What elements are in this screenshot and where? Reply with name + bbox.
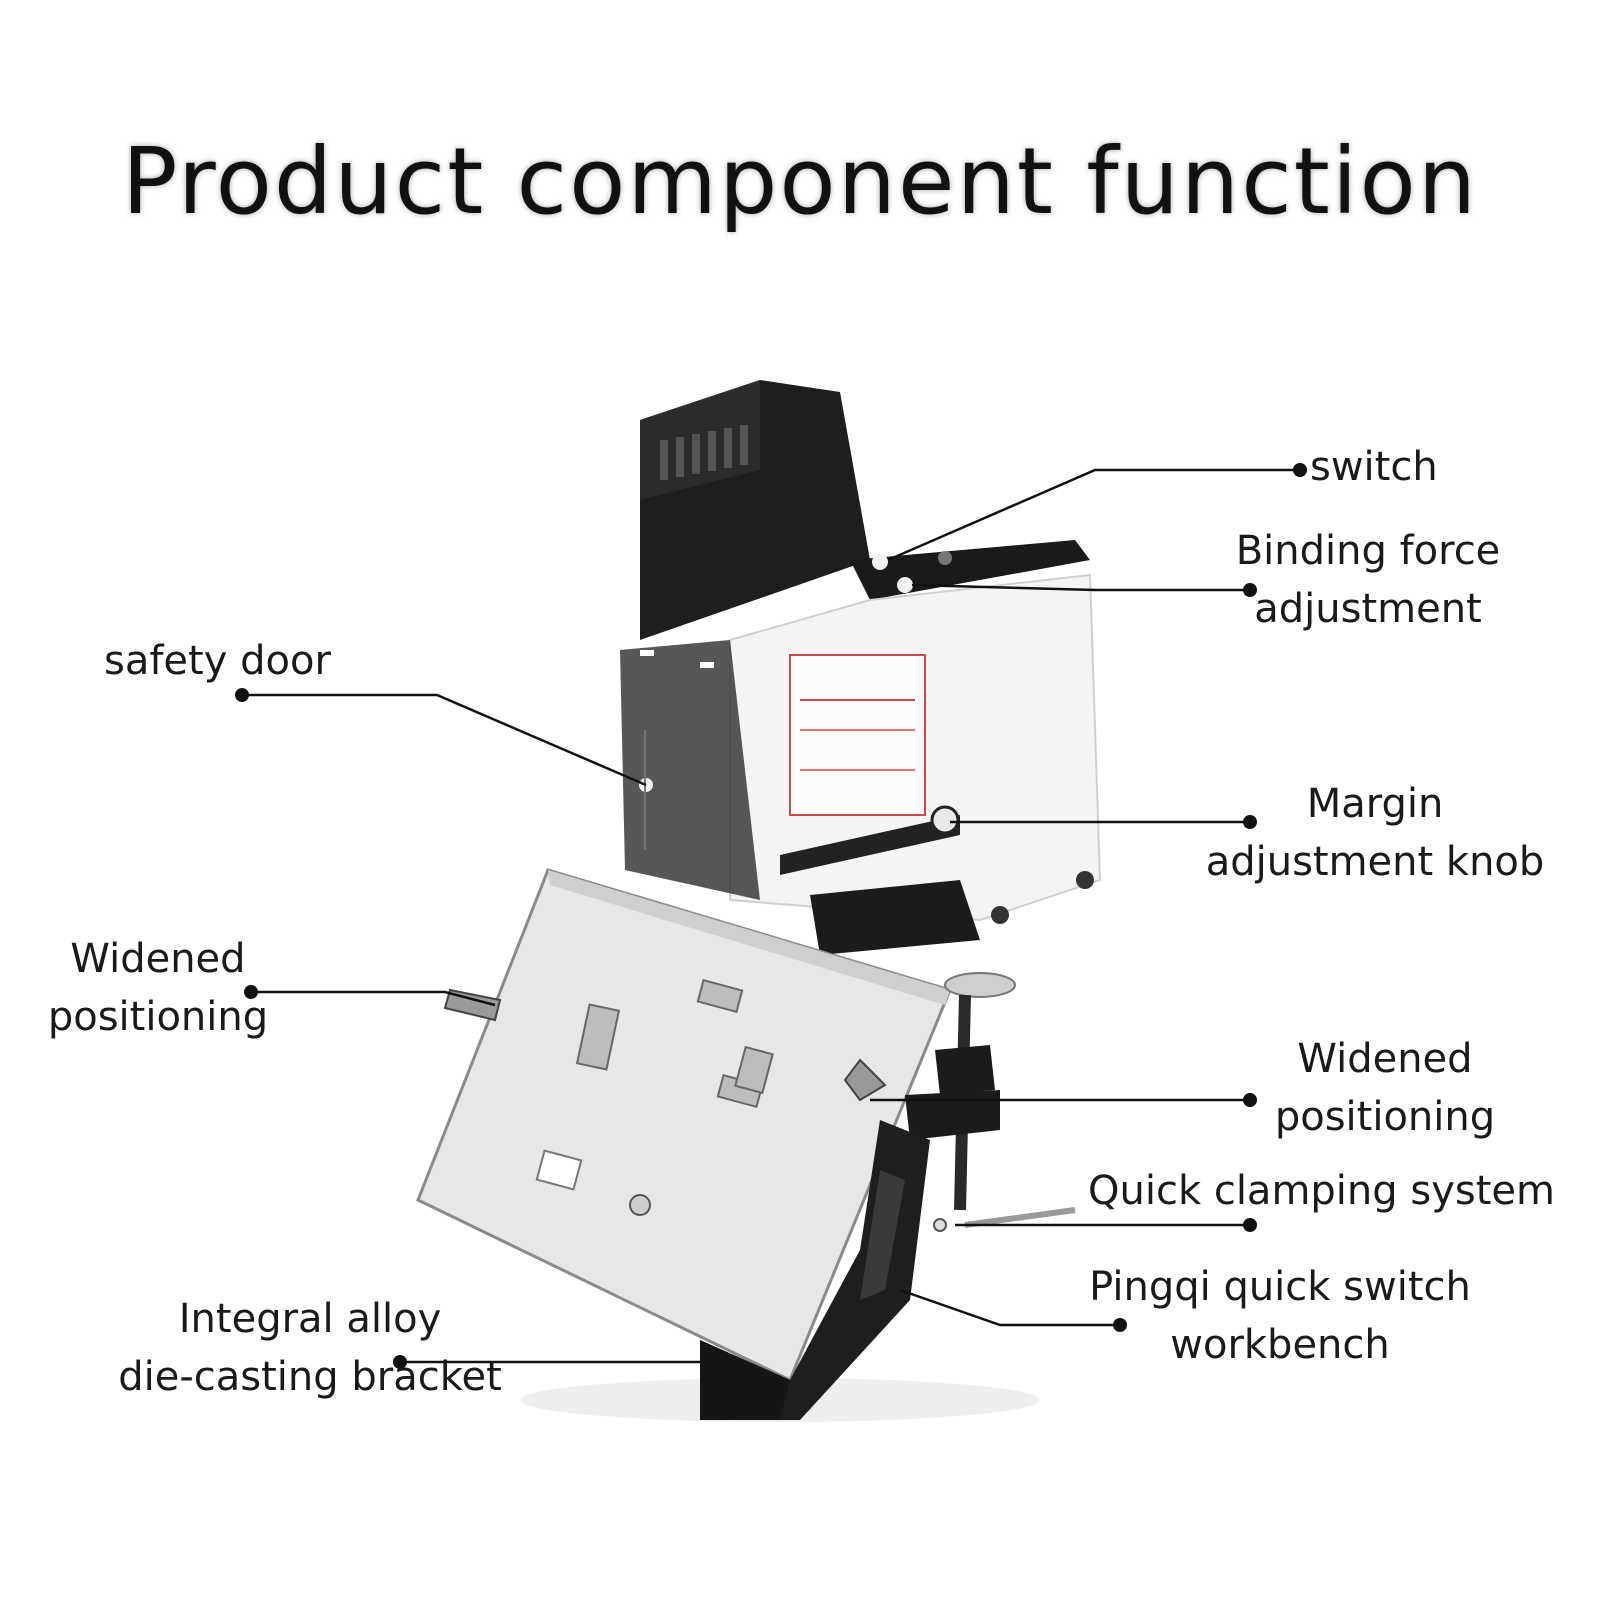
dot-quick-clamping [1243, 1218, 1257, 1232]
quick-clamp [905, 972, 1076, 1232]
label-widened-left-line2: positioning [47, 994, 269, 1040]
label-pingqi-line2: workbench [1170, 1322, 1390, 1368]
leader-lines [242, 468, 1300, 1364]
switch-button [872, 554, 888, 570]
label-pingqi: Pingqi quick switch workbench [1080, 1258, 1480, 1374]
label-margin-knob: Margin adjustment knob [1200, 775, 1550, 891]
warning-sticker [789, 654, 926, 816]
motor-housing [640, 380, 1090, 640]
dot-margin-knob [1243, 815, 1257, 829]
die-cast-bracket [700, 1120, 930, 1420]
label-margin-knob-line2: adjustment knob [1205, 839, 1545, 885]
label-safety-door-line1: safety door [104, 638, 331, 684]
dot-switch [1293, 463, 1307, 477]
label-quick-clamping: Quick clamping system [1088, 1162, 1555, 1220]
label-integral-alloy-line2: die-casting bracket [118, 1354, 502, 1400]
label-margin-knob-line1: Margin [1306, 781, 1444, 827]
binding-force-screw [897, 577, 913, 593]
label-binding-force-line1: Binding force [1235, 528, 1501, 574]
label-widened-right-line1: Widened [1297, 1036, 1473, 1082]
label-widened-right: Widened positioning [1245, 1030, 1525, 1146]
label-switch-line1: switch [1310, 444, 1438, 490]
margin-slot [780, 815, 960, 875]
main-body [729, 573, 1102, 924]
page-title: Product component function [121, 128, 1479, 235]
dot-pingqi [1113, 1318, 1127, 1332]
safety-door [620, 640, 760, 900]
label-pingqi-line1: Pingqi quick switch [1089, 1264, 1471, 1310]
leader-dots [235, 463, 1307, 1369]
label-safety-door: safety door [104, 632, 331, 690]
label-binding-force: Binding force adjustment [1218, 522, 1518, 638]
dot-safety-door [235, 688, 249, 702]
label-widened-right-line2: positioning [1274, 1094, 1496, 1140]
label-binding-force-line2: adjustment [1254, 586, 1482, 632]
workbench-plate [416, 868, 953, 1383]
head-clamp [810, 880, 980, 955]
right-positioning-stop [843, 1058, 887, 1102]
margin-knob [930, 805, 960, 835]
label-quick-clamping-line1: Quick clamping system [1088, 1168, 1555, 1214]
label-integral-alloy-line1: Integral alloy [178, 1296, 442, 1342]
label-widened-left-line1: Widened [70, 936, 246, 982]
label-switch: switch [1310, 438, 1438, 496]
label-widened-left: Widened positioning [38, 930, 278, 1046]
dot-binding-force [1243, 583, 1257, 597]
left-positioning-stop [443, 988, 502, 1022]
dot-integral-alloy [393, 1355, 407, 1369]
label-integral-alloy: Integral alloy die-casting bracket [100, 1290, 520, 1406]
dot-widened-right [1243, 1093, 1257, 1107]
dot-widened-left [244, 985, 258, 999]
